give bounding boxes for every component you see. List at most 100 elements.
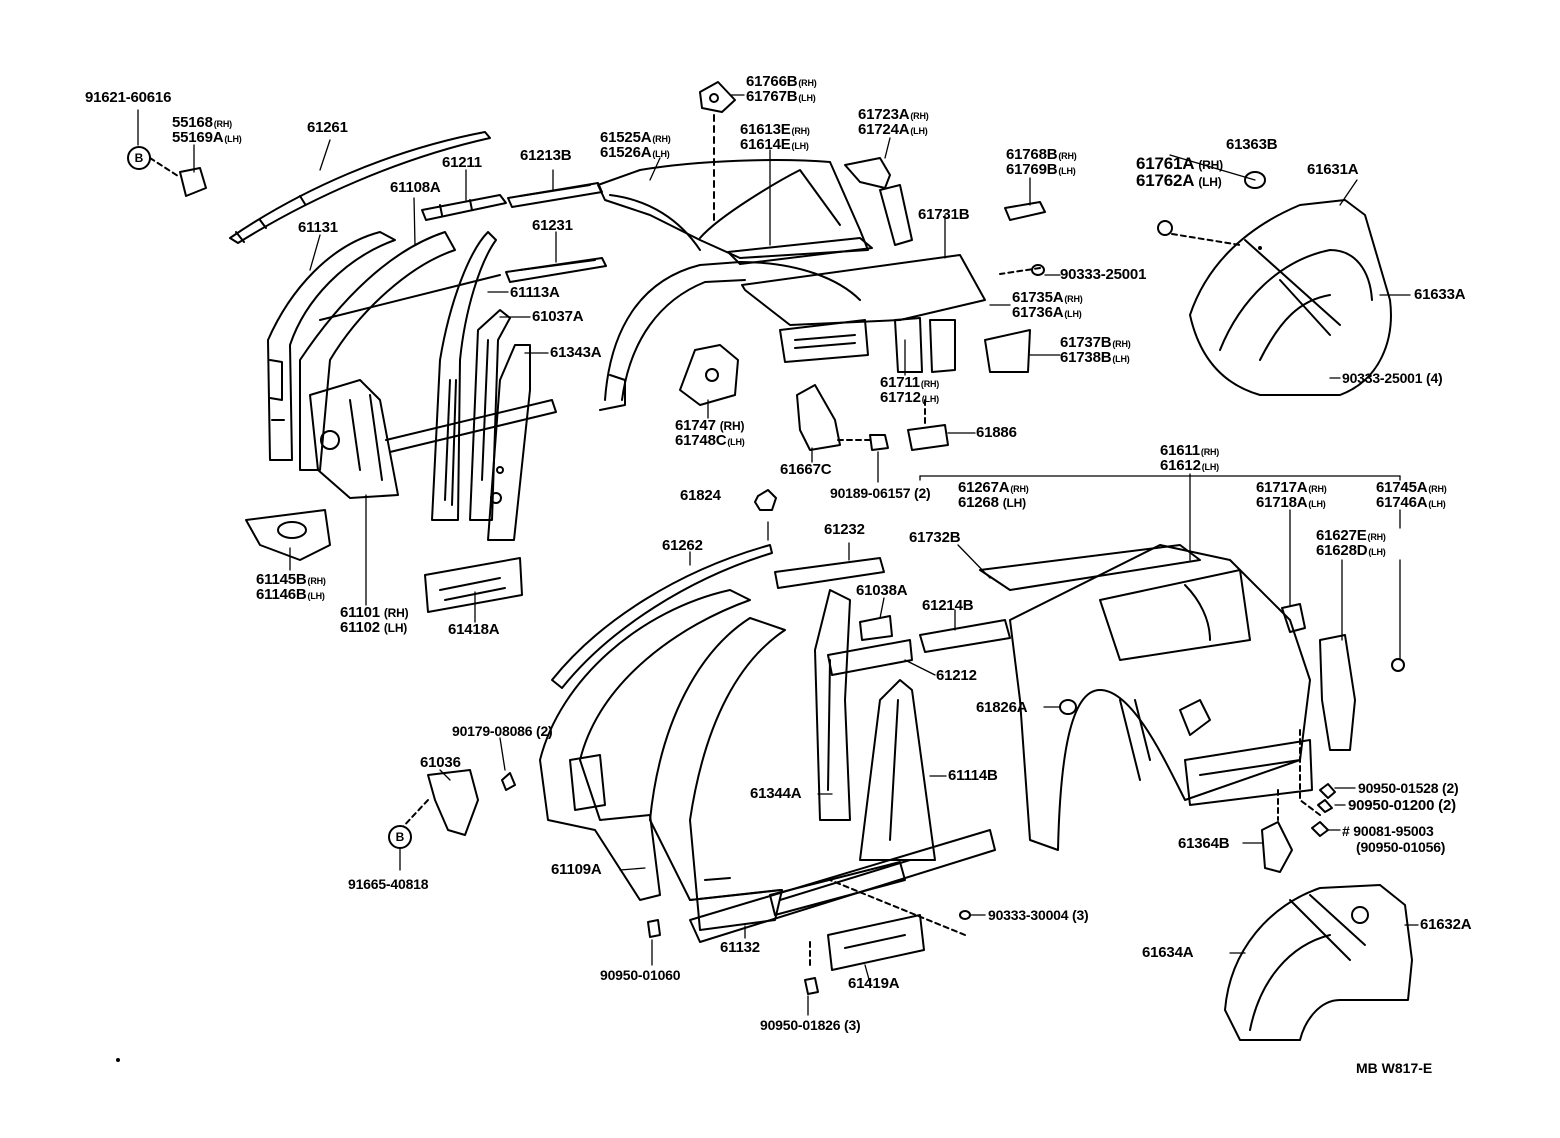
circle-b-marker-bottom: B	[388, 825, 412, 849]
bracket-61747	[679, 344, 739, 406]
side-tag: (RH)	[213, 119, 232, 129]
side-tag: (RH)	[910, 111, 929, 121]
label-61108a: 61108A	[390, 179, 441, 196]
label-61732b: 61732B	[909, 529, 961, 546]
part-number: 61102	[340, 619, 380, 636]
label-90950-01060: 90950-01060	[600, 967, 681, 983]
side-tag: (LH)	[1198, 175, 1222, 189]
part-number: 61769B	[1006, 161, 1058, 178]
center-pillar-61113a	[431, 231, 497, 521]
part-number: 61101	[340, 604, 380, 621]
side-tag: (RH)	[1010, 484, 1029, 494]
side-tag: (RH)	[1112, 339, 1131, 349]
label-61667c: 61667C	[780, 461, 832, 478]
part-number: 61711	[880, 374, 920, 391]
label-61768b: 61768B(RH)	[1006, 147, 1077, 164]
label-90189-06157: 90189-06157 (2)	[830, 485, 931, 501]
part-number: 61724A	[858, 121, 910, 138]
label-61109a: 61109A	[551, 861, 602, 878]
part-number: 61746A	[1376, 494, 1428, 511]
label-61102: 61102(LH)	[340, 620, 407, 636]
roof-rail-61262	[551, 544, 773, 689]
bracket-61667c	[796, 384, 889, 451]
part-number: 61723A	[858, 106, 910, 123]
label-61262: 61262	[662, 537, 703, 554]
rail-61214b	[919, 619, 1011, 653]
part-number: 61712	[880, 389, 921, 406]
label-61038a: 61038A	[856, 582, 908, 599]
quarter-panel-upper	[597, 159, 869, 411]
label-61634a: 61634A	[1142, 944, 1194, 961]
side-tag: (LH)	[921, 394, 939, 404]
bracket-61211	[421, 194, 507, 221]
bracket-61717a	[1281, 603, 1306, 633]
reinforcement-61418a	[424, 557, 523, 613]
roof-rail-61261	[229, 131, 491, 244]
rail-61213b	[507, 182, 603, 208]
part-number: 61146B	[256, 586, 307, 603]
wheelhouse-61631a	[1157, 171, 1392, 396]
side-tag: (RH)	[1058, 151, 1077, 161]
label-61526a: 61526A(LH)	[600, 145, 670, 162]
side-tag: (RH)	[1367, 532, 1386, 542]
side-tag: (RH)	[920, 379, 940, 389]
label-61769b: 61769B(LH)	[1006, 162, 1076, 179]
bolt-55168	[149, 157, 207, 197]
label-61214b: 61214B	[922, 597, 974, 614]
front-pillar-61101	[299, 231, 557, 499]
part-number: 61627E	[1316, 527, 1367, 544]
part-number: 61747	[675, 417, 716, 434]
side-tag: (RH)	[798, 78, 817, 88]
label-61364b: 61364B	[1178, 835, 1230, 852]
pillar-61343a	[487, 344, 531, 541]
label-61419a: 61419A	[848, 975, 900, 992]
label-61627e: 61627E(RH)	[1316, 528, 1386, 545]
side-tag: (LH)	[1002, 496, 1026, 510]
label-61718a: 61718A(LH)	[1256, 495, 1326, 512]
label-90179-08086: 90179-08086 (2)	[452, 723, 553, 739]
label-61767b: 61767B(LH)	[746, 89, 816, 106]
label-61363b: 61363B	[1226, 136, 1278, 153]
label-61748c: 61748C(LH)	[675, 433, 745, 450]
label-61232: 61232	[824, 521, 865, 538]
side-tag: (LH)	[1064, 309, 1082, 319]
side-tag: (LH)	[727, 437, 745, 447]
label-61747: 61747(RH)	[675, 418, 744, 434]
part-number: 61718A	[1256, 494, 1308, 511]
side-tag: (LH)	[224, 134, 242, 144]
side-tag: (LH)	[1058, 166, 1076, 176]
side-tag: (LH)	[1308, 499, 1326, 509]
label-61612: 61612(LH)	[1160, 458, 1219, 475]
label-91621-60616: 91621-60616	[85, 89, 172, 106]
label-55169a: 55169A(LH)	[172, 130, 242, 147]
side-tag: (RH)	[1064, 294, 1083, 304]
bracket-61886	[907, 399, 949, 451]
part-number: 55169A	[172, 129, 224, 146]
part-number: 61717A	[1256, 479, 1308, 496]
diagram-reference-code: MB W817-E	[1356, 1060, 1433, 1076]
side-tag: (RH)	[719, 419, 745, 433]
pillar-61037a	[469, 309, 511, 521]
label-61628d: 61628D(LH)	[1316, 543, 1386, 560]
bracket-61768b	[1004, 201, 1046, 221]
label-61114b: 61114B	[948, 767, 998, 784]
label-90950-01200: 90950-01200 (2)	[1348, 797, 1456, 814]
label-90950-01826: 90950-01826 (3)	[760, 1017, 861, 1033]
part-number: 61736A	[1012, 304, 1064, 321]
label-61101: 61101(RH)	[340, 604, 409, 621]
label-90950-01528: 90950-01528 (2)	[1358, 780, 1459, 796]
side-tag: (RH)	[383, 606, 409, 620]
leader-lines	[137, 94, 1419, 1016]
part-number: 61745A	[1376, 479, 1428, 496]
rail-61231	[505, 257, 607, 283]
part-number: 61766B	[746, 73, 798, 90]
sill-rear	[1184, 739, 1313, 806]
part-number: 61612	[1160, 457, 1201, 474]
label-61735a: 61735A(RH)	[1012, 290, 1083, 307]
label-61731b: 61731B	[918, 206, 970, 223]
sill-61132	[689, 829, 996, 943]
part-number: 61735A	[1012, 289, 1064, 306]
label-61132: 61132	[720, 939, 760, 956]
label-61131: 61131	[298, 219, 338, 236]
